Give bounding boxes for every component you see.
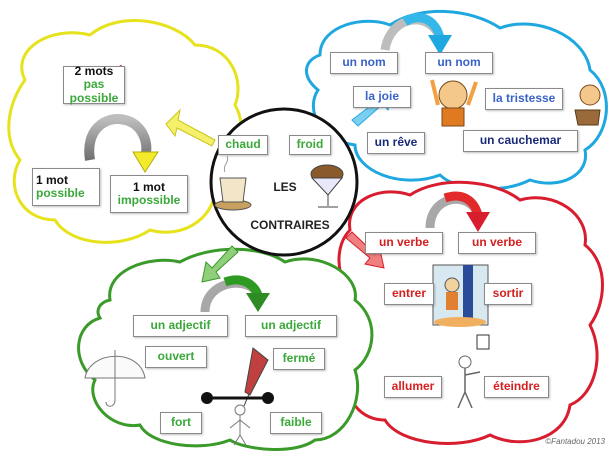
dumbbell-icon bbox=[201, 392, 274, 404]
green-arrowhead bbox=[246, 293, 270, 312]
one-word-count-left: 1 mot bbox=[36, 172, 69, 187]
sortir-box: sortir bbox=[484, 283, 532, 305]
yellow-curved-arrow bbox=[84, 114, 152, 161]
adjectif-right-box: un adjectif bbox=[245, 315, 337, 337]
impossible-word: impossible bbox=[117, 193, 181, 207]
arrow-to-green bbox=[201, 245, 239, 283]
blue-arrow-tail bbox=[402, 13, 445, 40]
nom-left-box: un nom bbox=[330, 52, 398, 74]
verbe-left-box: un verbe bbox=[365, 232, 443, 254]
door-icon bbox=[432, 264, 489, 327]
light-switch-person-icon bbox=[457, 334, 490, 409]
center-title-line2: CONTRAIRES bbox=[250, 218, 330, 232]
ouvert-box: ouvert bbox=[145, 346, 207, 368]
umbrella-icon bbox=[84, 350, 146, 407]
ferme-box: fermé bbox=[273, 348, 325, 370]
eteindre-box: éteindre bbox=[484, 376, 549, 398]
two-words-example: pas possible bbox=[69, 77, 119, 105]
nom-right-box: un nom bbox=[425, 52, 493, 74]
arrow-to-yellow bbox=[165, 108, 216, 147]
fort-box: fort bbox=[160, 412, 202, 434]
adjectif-left-box: un adjectif bbox=[133, 315, 228, 337]
red-arrow-tail bbox=[443, 191, 483, 217]
happy-child-icon bbox=[430, 79, 478, 127]
joie-box: la joie bbox=[353, 86, 411, 108]
possible-word: possible bbox=[36, 186, 85, 200]
one-word-count-right: 1 mot bbox=[132, 179, 165, 194]
entrer-box: entrer bbox=[384, 283, 434, 305]
center-title-line1: LES bbox=[273, 180, 297, 194]
froid-box: froid bbox=[289, 135, 331, 155]
one-word-possible-box: 1 mot possible bbox=[32, 168, 100, 206]
yellow-arrowhead bbox=[132, 151, 159, 173]
sad-child-icon bbox=[574, 84, 601, 126]
one-word-impossible-box: 1 mot impossible bbox=[110, 175, 188, 213]
two-words-box: 2 mots pas possible bbox=[63, 64, 125, 105]
two-words-count: 2 mots bbox=[74, 64, 114, 79]
tristesse-box: la tristesse bbox=[485, 88, 563, 110]
blue-arrowhead bbox=[428, 35, 452, 55]
allumer-box: allumer bbox=[384, 376, 442, 398]
chaud-box: chaud bbox=[218, 135, 268, 155]
copyright-text: ©Fantadou 2013 bbox=[545, 437, 605, 446]
green-arrow-tail bbox=[223, 275, 263, 297]
red-arrowhead bbox=[466, 212, 490, 232]
weak-person-icon bbox=[229, 404, 251, 446]
reve-box: un rêve bbox=[367, 132, 425, 154]
ice-cream-cup-icon bbox=[310, 164, 344, 208]
closed-umbrella-icon bbox=[243, 347, 269, 407]
faible-box: faible bbox=[270, 412, 322, 434]
verbe-right-box: un verbe bbox=[458, 232, 536, 254]
coffee-cup-icon bbox=[214, 155, 252, 211]
cauchemar-box: un cauchemar bbox=[463, 130, 578, 152]
